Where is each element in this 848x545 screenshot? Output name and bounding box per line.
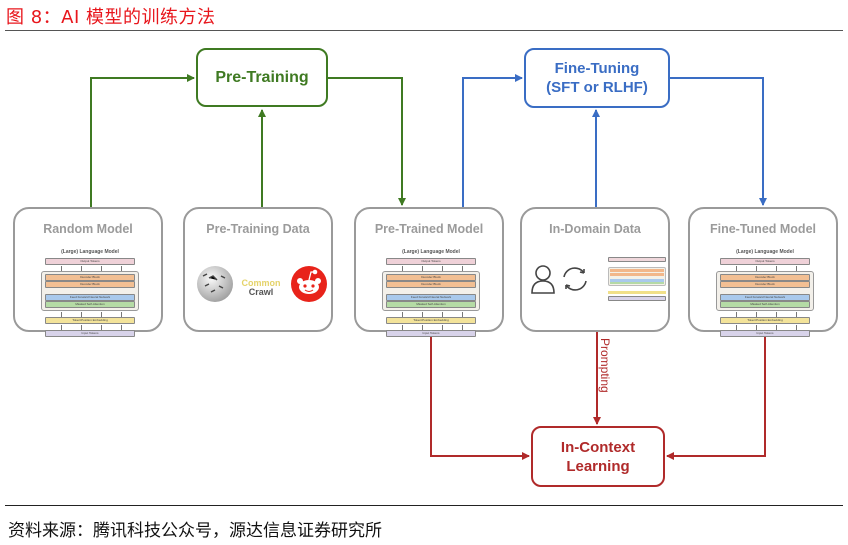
decoder-block-bar: Decoder Block bbox=[386, 281, 476, 288]
embedding-bar: Token/Position Embedding bbox=[45, 317, 135, 324]
arrow-ticks bbox=[386, 265, 476, 271]
llm-diagram: (Large) Language Model Output Tokens Dec… bbox=[716, 249, 814, 337]
output-tokens-bar: Output Tokens bbox=[45, 258, 135, 265]
ffn-bar: Feed Forward Neural Network bbox=[720, 294, 810, 301]
decoder-group: Decoder Block Decoder Block Feed Forward… bbox=[382, 271, 480, 311]
box-title: Fine-Tuned Model bbox=[709, 222, 816, 236]
arrow-ticks bbox=[720, 311, 810, 317]
random-model-box: Random Model (Large) Language Model Outp… bbox=[13, 207, 163, 337]
prompting-label: Prompting bbox=[598, 338, 612, 393]
embedding-bar: Token/Position Embedding bbox=[386, 317, 476, 324]
arrow-random-to-pretraining bbox=[90, 74, 195, 207]
top-divider bbox=[5, 30, 843, 31]
arrow-finetuning-to-finetuned bbox=[670, 77, 767, 206]
finetuned-model-box: Fine-Tuned Model (Large) Language Model … bbox=[688, 207, 838, 337]
decoder-group: Decoder Block Decoder Block Feed Forward… bbox=[41, 271, 139, 311]
user-icon bbox=[535, 265, 551, 281]
icl-label-2: Learning bbox=[566, 457, 630, 475]
incontext-learning-node: In-Context Learning bbox=[531, 426, 665, 487]
finetuning-label-1: Fine-Tuning bbox=[554, 60, 640, 77]
arrow-ticks bbox=[720, 324, 810, 330]
box-title: In-Domain Data bbox=[549, 222, 641, 236]
finetuning-label-2: (SFT or RLHF) bbox=[546, 79, 648, 96]
figure-title: 图 8：AI 模型的训练方法 bbox=[6, 7, 216, 28]
pretrained-model-box: Pre-Trained Model (Large) Language Model… bbox=[354, 207, 504, 337]
arrow-ticks bbox=[720, 265, 810, 271]
arrow-finetuned-to-icl bbox=[666, 332, 766, 460]
arrow-ticks bbox=[45, 265, 135, 271]
embedding-bar: Token/Position Embedding bbox=[720, 317, 810, 324]
pretraining-node: Pre-Training bbox=[196, 48, 328, 107]
input-tokens-bar: Input Tokens bbox=[720, 330, 810, 337]
common-crawl-logo: Common Crawl bbox=[241, 279, 281, 297]
ffn-bar: Feed Forward Neural Network bbox=[45, 294, 135, 301]
reddit-icon bbox=[291, 266, 327, 302]
decoder-block-bar: Decoder Block bbox=[45, 281, 135, 288]
output-tokens-bar: Output Tokens bbox=[720, 258, 810, 265]
pretraining-label: Pre-Training bbox=[215, 68, 309, 86]
decoder-block-bar: Decoder Block bbox=[720, 281, 810, 288]
box-title: Random Model bbox=[43, 222, 133, 236]
token-stack-mini bbox=[608, 257, 666, 301]
cycle-icon bbox=[563, 267, 585, 278]
finetuning-node: Fine-Tuning (SFT or RLHF) bbox=[524, 48, 670, 108]
llm-diagram: (Large) Language Model Output Tokens Dec… bbox=[41, 249, 139, 337]
icl-label-1: In-Context bbox=[560, 438, 636, 456]
output-tokens-bar: Output Tokens bbox=[386, 258, 476, 265]
pretraining-data-box: Pre-Training Data Common Crawl bbox=[183, 207, 333, 332]
common-crawl-text-2: Crawl bbox=[248, 287, 274, 297]
common-crawl-text-1: Common bbox=[241, 278, 281, 288]
user-feedback-icon bbox=[531, 265, 587, 294]
input-tokens-bar: Input Tokens bbox=[386, 330, 476, 337]
decoder-block-bar: Decoder Block bbox=[720, 274, 810, 281]
attention-bar: Masked Self-Attention bbox=[386, 301, 476, 308]
arrow-pretraining-to-pretrained bbox=[328, 77, 406, 206]
box-title: Pre-Training Data bbox=[206, 222, 310, 236]
arrow-pretrained-to-finetuning bbox=[462, 74, 523, 207]
decoder-group: Decoder Block Decoder Block Feed Forward… bbox=[716, 271, 814, 311]
llm-title: (Large) Language Model bbox=[61, 249, 119, 255]
decoder-block-bar: Decoder Block bbox=[386, 274, 476, 281]
wikipedia-icon bbox=[197, 266, 233, 302]
bottom-divider bbox=[5, 505, 843, 506]
arrow-ticks bbox=[386, 311, 476, 317]
ffn-bar: Feed Forward Neural Network bbox=[386, 294, 476, 301]
decoder-block-bar: Decoder Block bbox=[45, 274, 135, 281]
llm-title: (Large) Language Model bbox=[402, 249, 460, 255]
attention-bar: Masked Self-Attention bbox=[45, 301, 135, 308]
llm-title: (Large) Language Model bbox=[736, 249, 794, 255]
arrow-ticks bbox=[45, 311, 135, 317]
attention-bar: Masked Self-Attention bbox=[720, 301, 810, 308]
arrow-pretrained-to-icl bbox=[430, 332, 530, 460]
prompting-edge-label: Prompting bbox=[596, 338, 616, 408]
arrow-ticks bbox=[45, 324, 135, 330]
box-title: Pre-Trained Model bbox=[374, 222, 484, 236]
llm-diagram: (Large) Language Model Output Tokens Dec… bbox=[382, 249, 480, 337]
source-note: 资料来源：腾讯科技公众号，源达信息证券研究所 bbox=[8, 521, 382, 541]
input-tokens-bar: Input Tokens bbox=[45, 330, 135, 337]
in-domain-data-box: In-Domain Data bbox=[520, 207, 670, 332]
arrow-ticks bbox=[386, 324, 476, 330]
